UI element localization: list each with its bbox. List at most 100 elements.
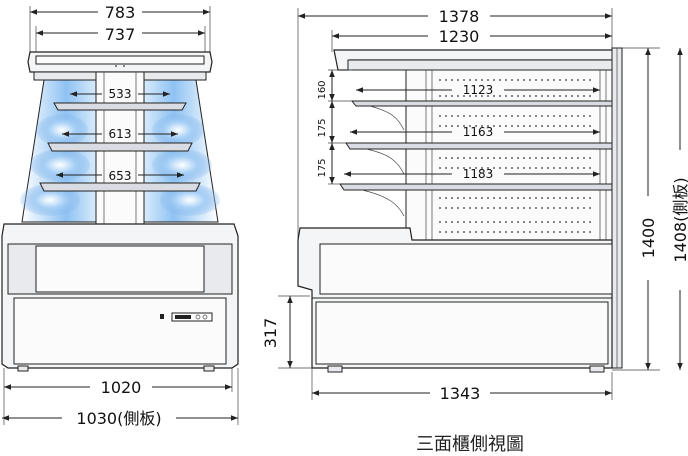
side-dim-1400: 1400 (612, 47, 660, 371)
perforation-dot (535, 197, 537, 199)
perforation-dot (439, 197, 441, 199)
perforation-dot (451, 125, 453, 127)
perforation-dot (559, 115, 561, 117)
perforation-dot (493, 231, 495, 233)
perforation-dot (487, 115, 489, 117)
front-glow-spot-5 (20, 184, 80, 216)
perforation-dot (439, 207, 441, 209)
perforation-dot (553, 197, 555, 199)
front-shelf-1: 533 (53, 87, 187, 111)
perforation-dot (439, 95, 441, 97)
front-glow-spot-1 (36, 114, 88, 146)
perforation-dot (493, 79, 495, 81)
perforation-dot (457, 231, 459, 233)
perforation-dot (547, 79, 549, 81)
perforation-dot (583, 231, 585, 233)
perforation-dot (583, 221, 585, 223)
perforation-dot (547, 125, 549, 127)
perforation-dot (451, 95, 453, 97)
perforation-dot (553, 207, 555, 209)
perforation-dot (523, 115, 525, 117)
perforation-dot (505, 231, 507, 233)
perforation-dot (505, 207, 507, 209)
perforation-dot (559, 79, 561, 81)
side-base-depth-label: 1343 (440, 384, 481, 403)
perforation-dot (529, 167, 531, 169)
perforation-dot (445, 95, 447, 97)
perforation-dot (511, 95, 513, 97)
perforation-dot (553, 221, 555, 223)
perforation-dot (565, 115, 567, 117)
perforation-dot (535, 231, 537, 233)
perforation-dot (583, 115, 585, 117)
perforation-dot (535, 115, 537, 117)
perforation-dot (529, 125, 531, 127)
perforation-dot (589, 157, 591, 159)
perforation-dot (463, 231, 465, 233)
perforation-dot (535, 95, 537, 97)
side-foot-right (589, 365, 605, 373)
perforation-dot (445, 115, 447, 117)
front-top-inner-label: 737 (105, 25, 136, 44)
side-spacing-dims: 160 175 175 (317, 69, 352, 185)
perforation-dot (457, 221, 459, 223)
perforation-dot (487, 231, 489, 233)
perforation-dot (463, 197, 465, 199)
perforation-dot (553, 79, 555, 81)
perforation-dot (517, 231, 519, 233)
perforation-dot (535, 125, 537, 127)
perforation-dot (541, 207, 543, 209)
perforation-dot (553, 167, 555, 169)
side-shelf-3-label: 1183 (463, 167, 494, 181)
perforation-dot (481, 157, 483, 159)
perforation-dot (439, 157, 441, 159)
perforation-dot (559, 167, 561, 169)
perforation-dot (517, 79, 519, 81)
perforation-dot (547, 221, 549, 223)
perforation-dot (511, 157, 513, 159)
perforation-dot (571, 197, 573, 199)
perforation-dot (499, 221, 501, 223)
perforation-dot (451, 167, 453, 169)
side-shelf-2-label: 1163 (463, 125, 494, 139)
perforation-dot (553, 115, 555, 117)
perforation-dot (457, 79, 459, 81)
perforation-dot (583, 167, 585, 169)
perforation-dot (565, 125, 567, 127)
perforation-dot (487, 157, 489, 159)
perforation-dot (541, 221, 543, 223)
front-shelf-3-label: 653 (109, 169, 132, 183)
perforation-dot (493, 157, 495, 159)
perforation-dot (589, 221, 591, 223)
perforation-dot (571, 95, 573, 97)
perforation-dot (463, 95, 465, 97)
front-canopy-light (35, 55, 205, 65)
perforation-dot (493, 197, 495, 199)
perforation-dot (475, 115, 477, 117)
perforation-dot (481, 221, 483, 223)
side-canopy-base (347, 59, 615, 71)
perforation-dot (577, 115, 579, 117)
perforation-dot (511, 79, 513, 81)
front-foot-left (17, 365, 29, 372)
perforation-dot (577, 157, 579, 159)
perforation-dot (439, 115, 441, 117)
perforation-dot (475, 207, 477, 209)
side-dim-1230: 1230 (331, 27, 612, 52)
front-base-panel (35, 245, 205, 293)
perforation-dot (559, 231, 561, 233)
perforation-dot (487, 125, 489, 127)
perforation-dot (487, 167, 489, 169)
perforation-dot (517, 167, 519, 169)
perforation-dot (565, 95, 567, 97)
perforation-dot (523, 231, 525, 233)
perforation-dot (445, 231, 447, 233)
perforation-dot (529, 157, 531, 159)
perforation-dot (457, 125, 459, 127)
perforation-dot (451, 115, 453, 117)
perforation-dot (547, 115, 549, 117)
drawing-caption: 三面櫃側視圖 (416, 434, 524, 455)
side-height-panel-label: 1408(側板) (671, 177, 688, 262)
perforation-dot (517, 115, 519, 117)
perforation-dot (469, 125, 471, 127)
